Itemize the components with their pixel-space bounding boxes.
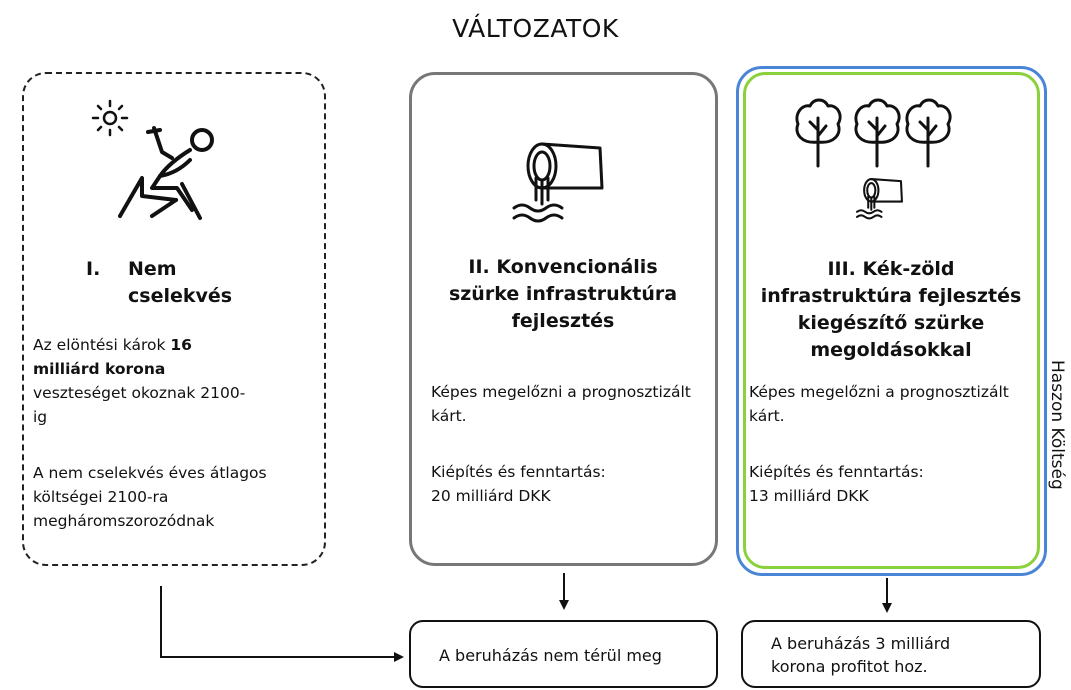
outcome-text: A beruházás nem térül meg xyxy=(439,646,662,665)
option-no-action-card xyxy=(22,72,326,566)
arrow-no-action-to-outcome xyxy=(160,586,404,662)
damage-text-pre: Az elöntési károk xyxy=(33,336,171,354)
diagram-title: VÁLTOZATOK xyxy=(452,14,619,43)
damage-text-post: veszteséget okoznak 2100-ig xyxy=(33,384,246,426)
option-heading: Nem cselekvés xyxy=(128,258,233,307)
pipe-outflow-icon xyxy=(512,142,604,223)
option-grey-infrastructure-card xyxy=(409,72,718,566)
sun-icon xyxy=(91,99,129,137)
pipe-outflow-icon xyxy=(855,178,903,220)
tree-icon xyxy=(905,98,952,168)
option-effect-text: Képes megelőzni a prognosztizált kárt. xyxy=(431,383,691,425)
option-cost-value: 20 milliárd DKK xyxy=(431,487,551,505)
outcome-text: A beruházás 3 milliárd korona profitot h… xyxy=(771,634,951,676)
outcome-box-no-return: A beruházás nem térül meg xyxy=(409,620,718,688)
benefit-cost-label: Haszon Költség xyxy=(1047,360,1067,490)
option-cost-label: Kiépítés és fenntartás: xyxy=(431,463,606,481)
option-effect-text: Képes megelőzni a prognosztizált kárt. xyxy=(749,383,1009,425)
option-cost-value: 13 milliárd DKK xyxy=(749,487,869,505)
outcome-box-profit: A beruházás 3 milliárd korona profitot h… xyxy=(741,620,1041,688)
tree-icon xyxy=(854,98,901,168)
option-heading: II. Konvencionális szürke infrastruktúra… xyxy=(448,256,678,332)
option-blue-green-outer-frame xyxy=(736,66,1047,576)
option-cost-text: A nem cselekvés éves átlagos költségei 2… xyxy=(33,464,267,530)
tree-icon xyxy=(795,98,842,168)
damage-amount: 16 milliárd korona xyxy=(33,336,192,378)
option-damage-text: Az elöntési károk 16 milliárd korona ves… xyxy=(33,333,248,429)
reclining-person-icon xyxy=(118,126,214,220)
option-number: I. xyxy=(86,258,101,280)
option-blue-green-card xyxy=(743,72,1040,569)
option-cost-label: Kiépítés és fenntartás: xyxy=(749,463,924,481)
option-heading: III. Kék-zöld infrastruktúra fejlesztés … xyxy=(760,258,1022,361)
